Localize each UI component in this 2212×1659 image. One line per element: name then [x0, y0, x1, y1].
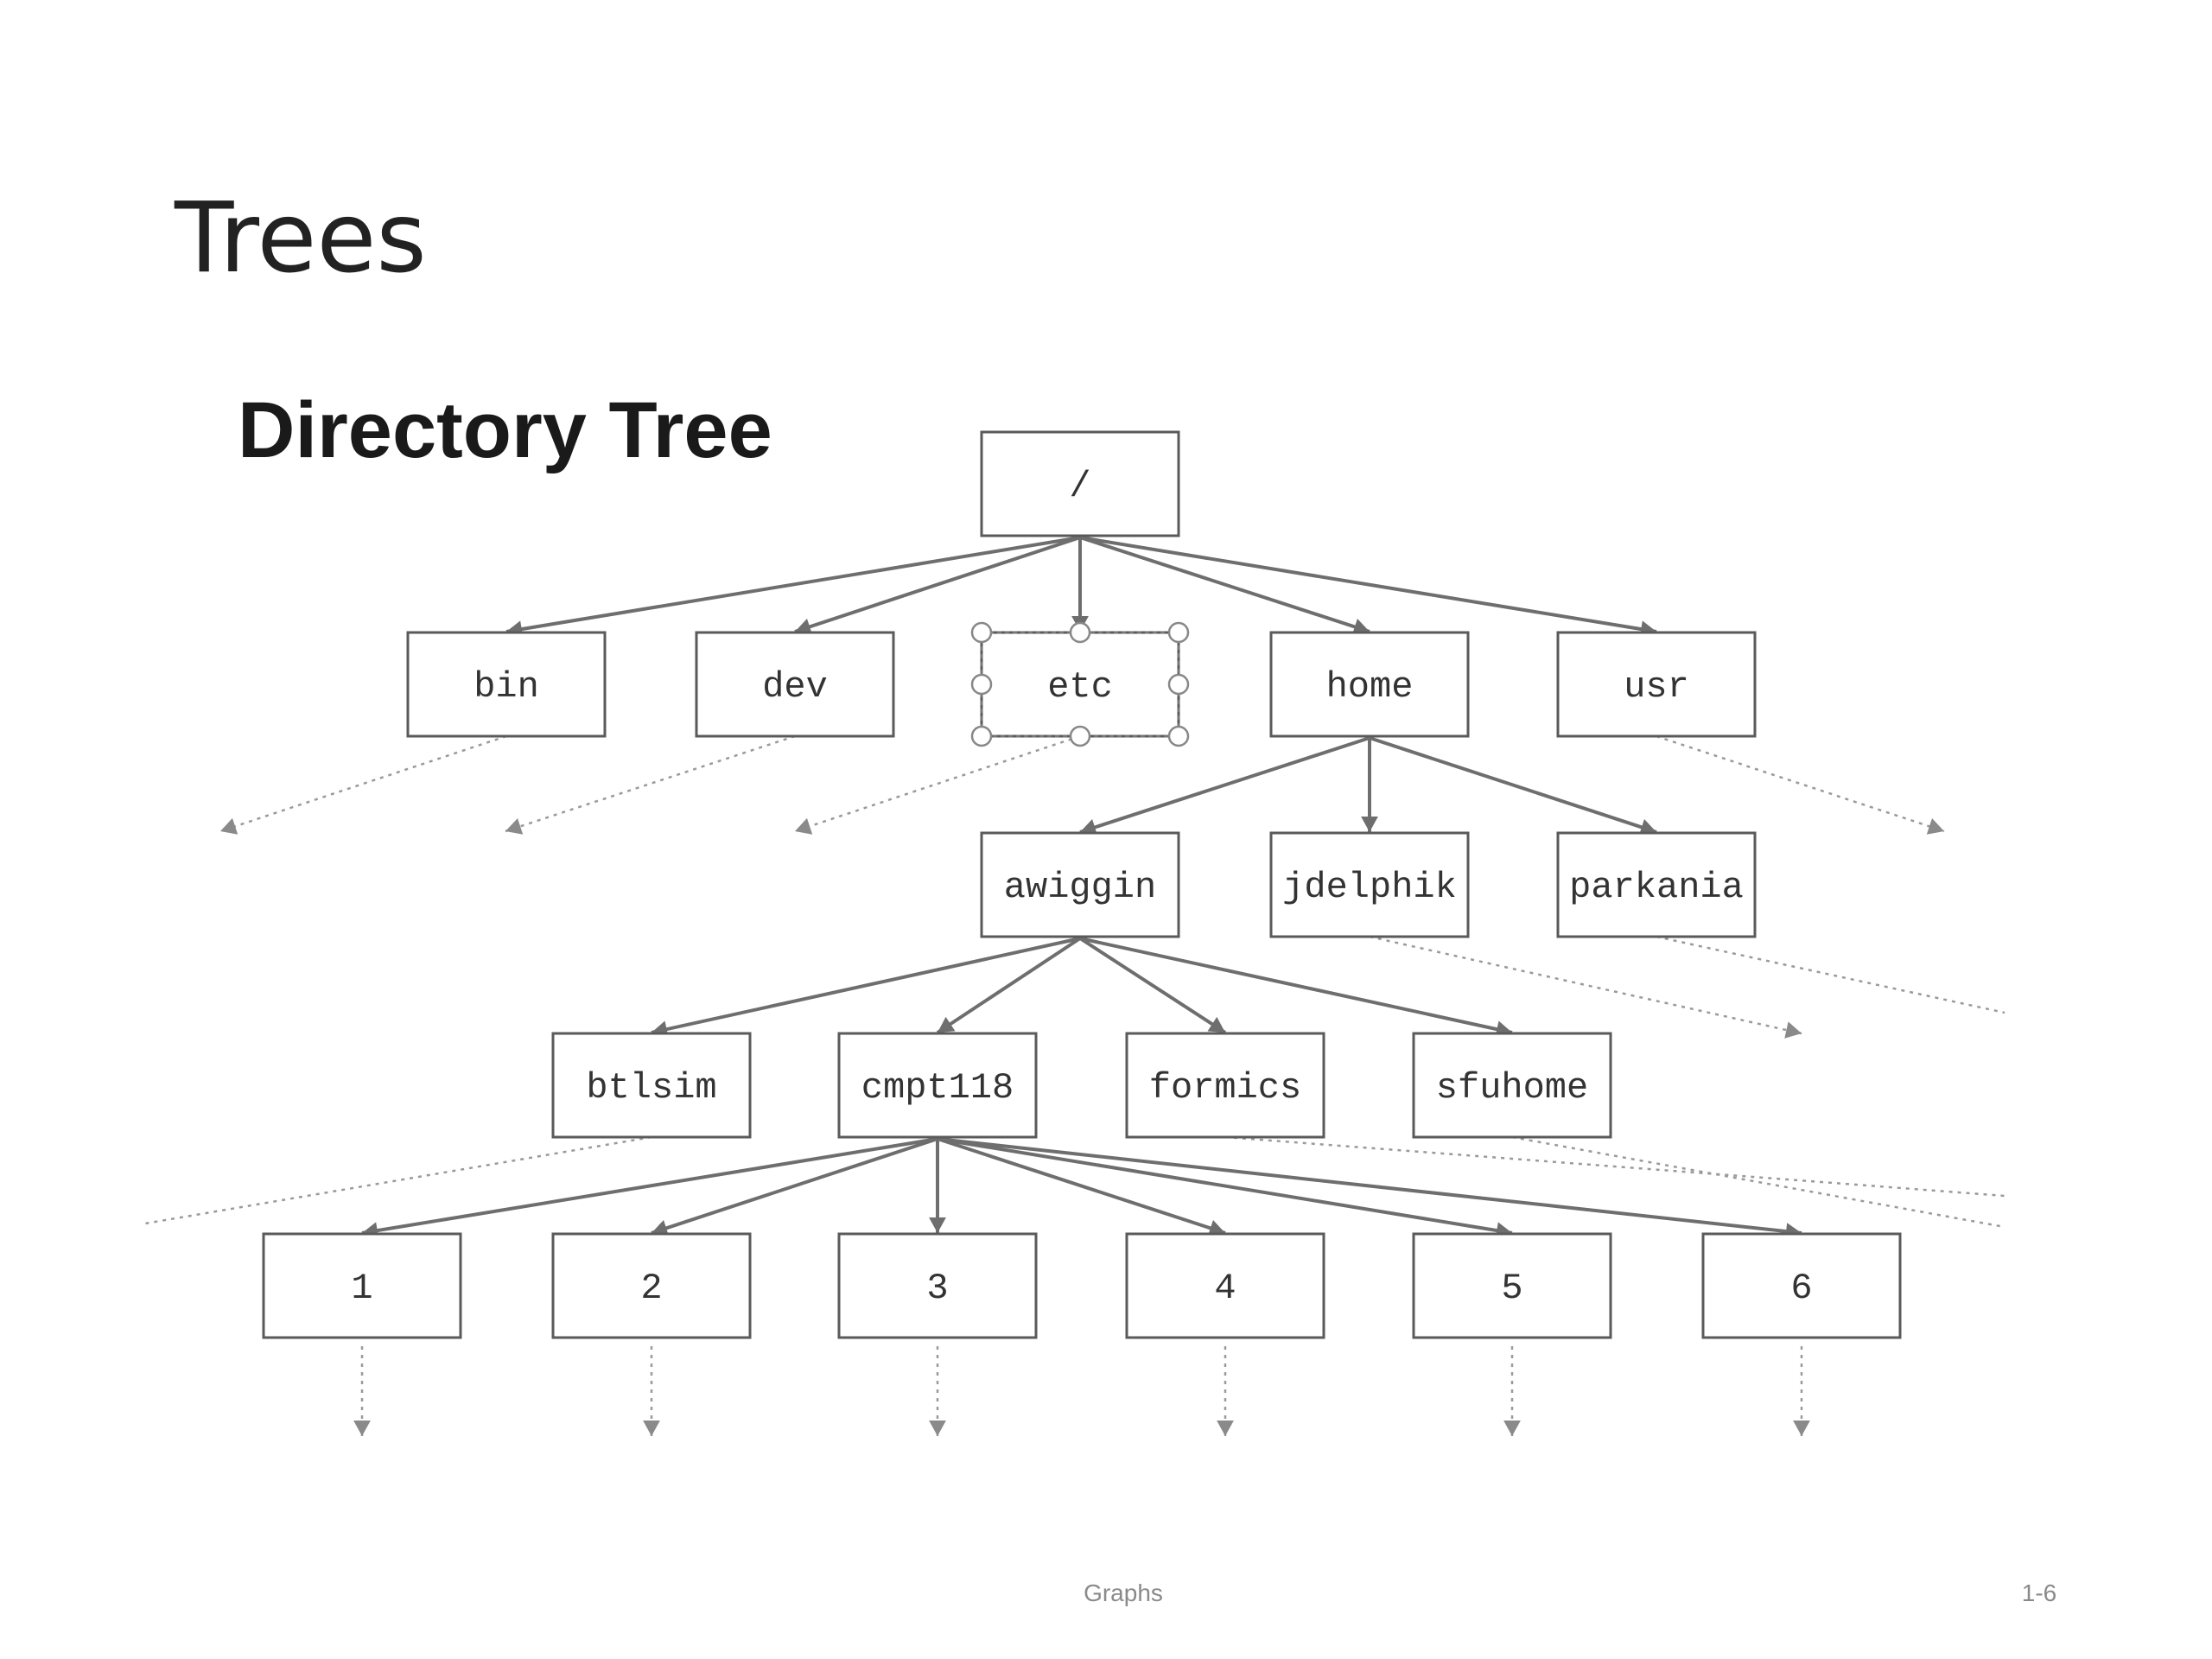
resize-handle[interactable]: [970, 621, 993, 644]
btlsim-continuation-edge: [144, 1135, 652, 1225]
edge-root-dev: [794, 536, 1081, 633]
node-cmpt118[interactable]: cmpt118: [837, 1032, 1038, 1139]
sfuhome-continuation-edge: [1511, 1135, 2005, 1229]
node-root[interactable]: /: [980, 430, 1180, 537]
formics-continuation-edge: [1224, 1135, 2005, 1198]
node-label: btlsim: [586, 1067, 716, 1109]
node-label: bin: [474, 666, 539, 708]
node-box: [1412, 1032, 1612, 1139]
parkania-continuation-edge: [1656, 935, 2005, 1014]
tree-edges: [220, 536, 1944, 1436]
dev-continuation-edge: [505, 734, 796, 833]
node-box: [551, 1032, 752, 1139]
node-label: awiggin: [1004, 867, 1156, 908]
node-2[interactable]: 2: [551, 1232, 752, 1339]
node-box: [837, 1232, 1038, 1339]
node-box: [262, 1232, 462, 1339]
node-box: [837, 1032, 1038, 1139]
node-home[interactable]: home: [1269, 631, 1470, 738]
node-box: [695, 631, 895, 738]
resize-handle[interactable]: [1167, 725, 1190, 747]
node-4[interactable]: 4: [1125, 1232, 1325, 1339]
bin-continuation-edge: [219, 734, 507, 833]
node-1[interactable]: 1: [262, 1232, 462, 1339]
node-label: 2: [640, 1268, 662, 1309]
node-label: cmpt118: [861, 1067, 1014, 1109]
node-bin[interactable]: bin: [406, 631, 607, 738]
edge-root-usr: [1079, 536, 1657, 633]
resize-handle[interactable]: [970, 673, 993, 696]
edge-cmpt118-6: [937, 1137, 1802, 1235]
dotted-edges: [144, 734, 2005, 1436]
node-box: [1269, 831, 1470, 938]
node-box: [1125, 1032, 1325, 1139]
resize-handle[interactable]: [970, 725, 993, 747]
edge-home-awiggin: [1079, 736, 1370, 834]
node-label: etc: [1047, 666, 1113, 708]
node-box: [1556, 631, 1757, 738]
resize-handle[interactable]: [1069, 725, 1091, 747]
edge-cmpt118-5: [937, 1137, 1513, 1235]
node-label: 1: [351, 1268, 372, 1309]
jdelphik-continuation-edge: [1369, 935, 1802, 1035]
resize-handle[interactable]: [1167, 673, 1190, 696]
node-label: /: [1069, 466, 1090, 507]
node-label: sfuhome: [1436, 1067, 1588, 1109]
node-label: home: [1326, 666, 1414, 708]
node-label: dev: [762, 666, 828, 708]
node-label: jdelphik: [1282, 867, 1457, 908]
edge-cmpt118-2: [651, 1137, 938, 1235]
tree-nodes: / bin dev etc home usr awiggin jdelphik parkania…: [262, 430, 1902, 1339]
usr-continuation-edge: [1656, 734, 1945, 833]
node-label: 3: [926, 1268, 948, 1309]
node-label: parkania: [1569, 867, 1744, 908]
node-awiggin[interactable]: awiggin: [980, 831, 1180, 938]
node-dev[interactable]: dev: [695, 631, 895, 738]
node-box: [980, 831, 1180, 938]
node-usr[interactable]: usr: [1556, 631, 1757, 738]
node-box: [1556, 831, 1757, 938]
node-box: [1125, 1232, 1325, 1339]
node-label: 6: [1790, 1268, 1812, 1309]
node-etc[interactable]: etc: [980, 631, 1180, 738]
edge-awiggin-btlsim: [651, 937, 1081, 1034]
node-parkania[interactable]: parkania: [1556, 831, 1757, 938]
selection-handles: [970, 621, 1190, 747]
node-label: 5: [1501, 1268, 1522, 1309]
node-box: [1701, 1232, 1902, 1339]
page-number: 1-6: [2021, 1580, 2057, 1606]
resize-handle[interactable]: [1069, 621, 1091, 644]
node-box: [406, 631, 607, 738]
node-5[interactable]: 5: [1412, 1232, 1612, 1339]
footer-label: Graphs: [1084, 1580, 1163, 1606]
edge-cmpt118-1: [361, 1137, 938, 1235]
edge-awiggin-sfuhome: [1079, 937, 1513, 1034]
edge-root-bin: [505, 536, 1081, 633]
edge-cmpt118-4: [937, 1137, 1226, 1235]
edge-root-home: [1079, 536, 1370, 633]
node-btlsim[interactable]: btlsim: [551, 1032, 752, 1139]
node-3[interactable]: 3: [837, 1232, 1038, 1339]
diagram-subtitle: Directory Tree: [238, 386, 772, 474]
node-box: [551, 1232, 752, 1339]
node-box: [980, 430, 1180, 537]
slide-title: Trees: [175, 182, 427, 295]
node-formics[interactable]: formics: [1125, 1032, 1325, 1139]
edge-awiggin-cmpt118: [936, 937, 1082, 1034]
node-jdelphik[interactable]: jdelphik: [1269, 831, 1470, 938]
etc-continuation-edge: [794, 734, 1081, 833]
node-box: [1412, 1232, 1612, 1339]
node-label: usr: [1624, 666, 1689, 708]
resize-handle[interactable]: [1167, 621, 1190, 644]
node-label: formics: [1149, 1067, 1301, 1109]
node-box: [1269, 631, 1470, 738]
node-sfuhome[interactable]: sfuhome: [1412, 1032, 1612, 1139]
node-6[interactable]: 6: [1701, 1232, 1902, 1339]
node-label: 4: [1214, 1268, 1236, 1309]
edge-awiggin-formics: [1078, 937, 1227, 1034]
edge-home-parkania: [1369, 736, 1657, 834]
